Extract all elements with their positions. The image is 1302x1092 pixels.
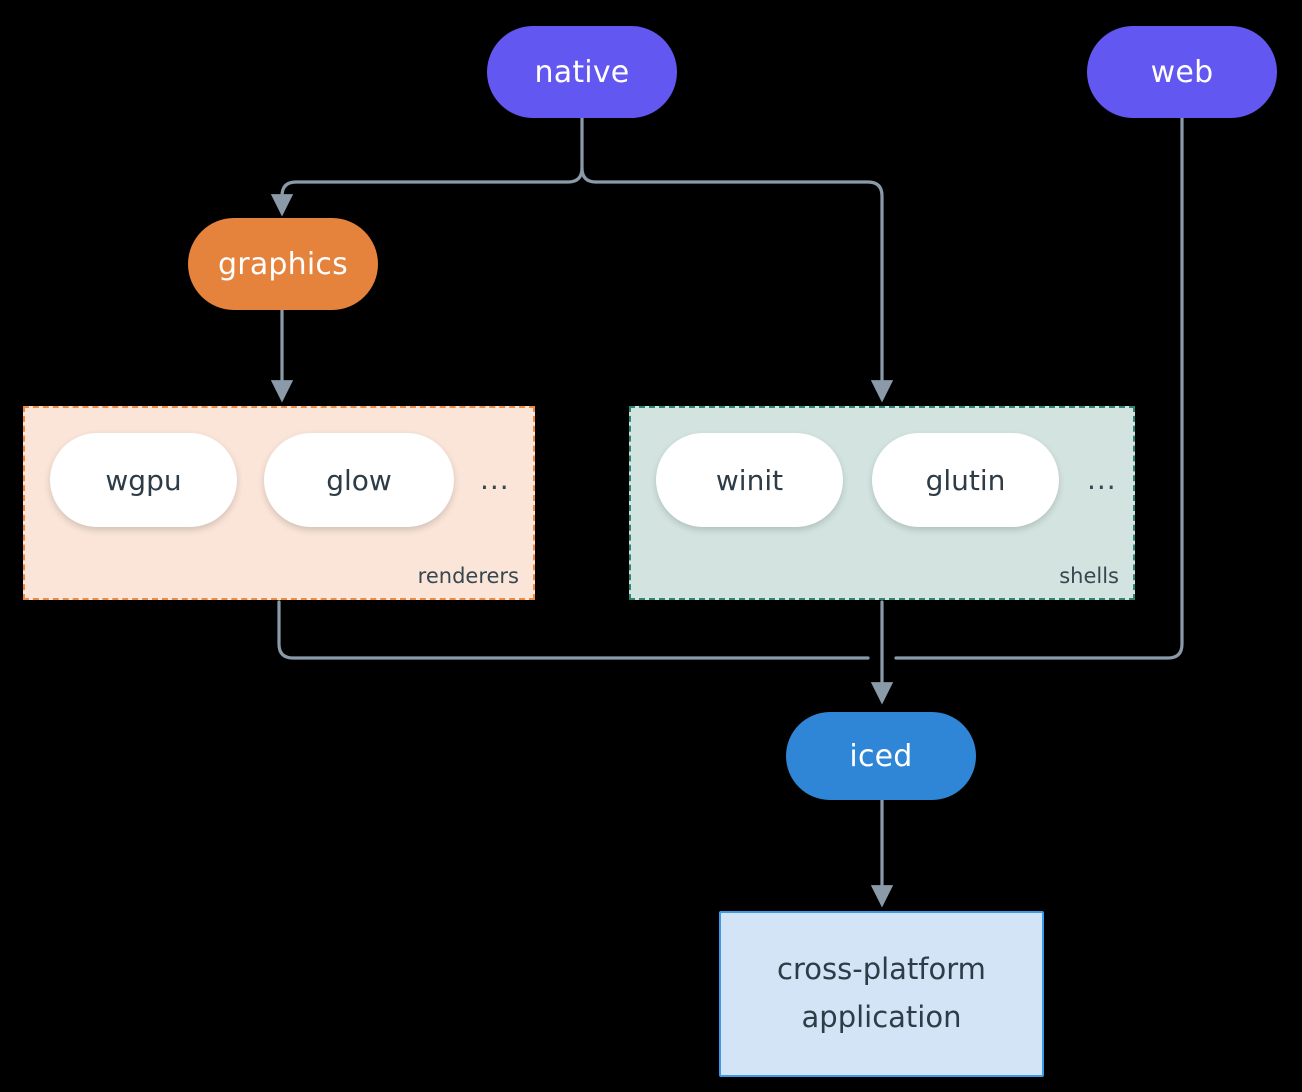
application-label-line1: cross-platform	[777, 952, 986, 987]
node-web[interactable]: web	[1087, 26, 1277, 118]
node-wgpu[interactable]: wgpu	[50, 433, 237, 527]
shells-overflow-ellipsis: ...	[1087, 463, 1117, 496]
node-iced[interactable]: iced	[786, 712, 976, 800]
node-glutin[interactable]: glutin	[872, 433, 1059, 527]
group-shells-label: shells	[1059, 564, 1119, 588]
node-winit[interactable]: winit	[656, 433, 843, 527]
node-glow[interactable]: glow	[264, 433, 454, 527]
edge-native-shells	[594, 180, 894, 403]
renderers-overflow-ellipsis: ...	[480, 463, 510, 496]
edge-native-bus	[580, 116, 598, 184]
node-graphics[interactable]: graphics	[188, 218, 378, 310]
group-renderers-label: renderers	[417, 564, 519, 588]
node-native[interactable]: native	[487, 26, 677, 118]
edge-renderers-iced	[277, 600, 870, 660]
application-label-line2: application	[801, 1000, 962, 1034]
edge-native-graphics	[270, 166, 584, 217]
node-cross-platform-application[interactable]: cross-platform application	[719, 911, 1044, 1077]
edge-web-iced	[894, 116, 1184, 660]
